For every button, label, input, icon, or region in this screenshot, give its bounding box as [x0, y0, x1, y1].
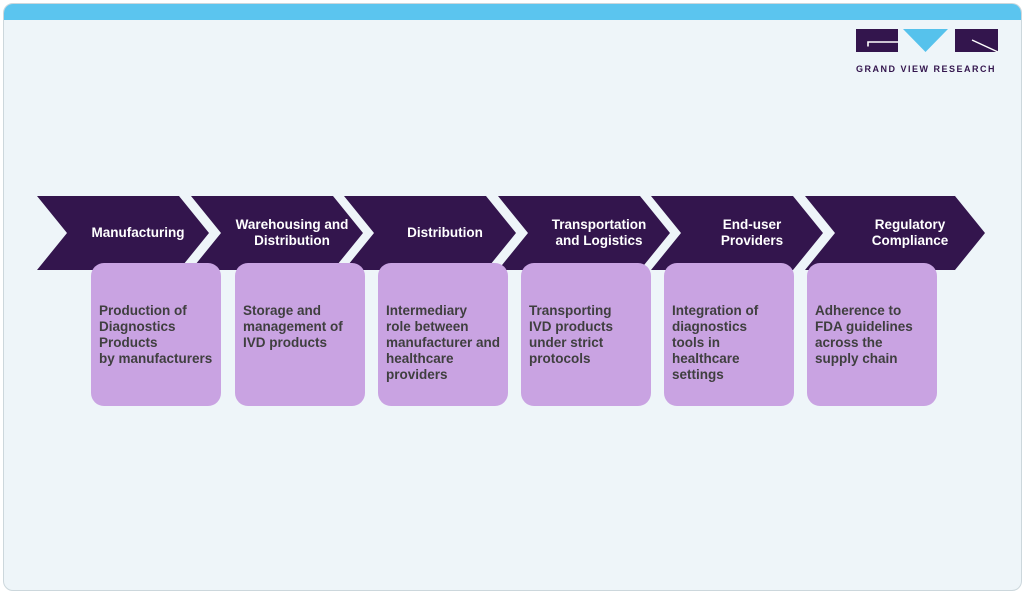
stage-label: Warehousing and Distribution: [235, 217, 349, 248]
page: GRAND VIEW RESEARCH Manufacturing Wareho…: [3, 3, 1022, 591]
gvr-logo-icon: [856, 29, 999, 53]
stage-description-text: Transporting IVD products under strict p…: [529, 303, 614, 366]
stage-arrow-transportation-and-logistics: Transportation and Logistics: [498, 196, 670, 270]
stage-arrow-manufacturing: Manufacturing: [37, 196, 209, 270]
stage-description-regulatory-compliance: Adherence to FDA guidelines across the s…: [807, 263, 937, 406]
supply-chain-flow: Manufacturing Warehousing and Distributi…: [4, 4, 1021, 590]
stage-arrow-regulatory-compliance: Regulatory Compliance: [805, 196, 985, 270]
stage-description-end-user-providers: Integration of diagnostics tools in heal…: [664, 263, 794, 406]
stage-label: Distribution: [407, 225, 483, 240]
stage-label: Regulatory Compliance: [871, 217, 949, 248]
stage-description-text: Storage and management of IVD products: [243, 303, 343, 350]
stage-description-text: Adherence to FDA guidelines across the s…: [815, 303, 913, 366]
brand-name: GRAND VIEW RESEARCH: [856, 64, 997, 74]
stage-description-transportation-and-logistics: Transporting IVD products under strict p…: [521, 263, 651, 406]
stage-description-manufacturing: Production of Diagnostics Products by ma…: [91, 263, 221, 406]
stage-arrow-end-user-providers: End-user Providers: [651, 196, 823, 270]
stage-label: Transportation and Logistics: [551, 217, 647, 248]
top-accent-bar: [4, 4, 1021, 20]
stage-description-text: Integration of diagnostics tools in heal…: [672, 303, 759, 382]
stage-description-text: Intermediary role between manufacturer a…: [386, 303, 501, 382]
stage-label: End-user Providers: [720, 217, 784, 248]
stage-arrow-distribution: Distribution: [344, 196, 516, 270]
stage-description-warehousing-and-distribution: Storage and management of IVD products: [235, 263, 365, 406]
stage-label: Manufacturing: [91, 225, 185, 240]
stage-description-distribution: Intermediary role between manufacturer a…: [378, 263, 508, 406]
stage-arrow-warehousing-and-distribution: Warehousing and Distribution: [191, 196, 363, 270]
grand-view-research-logo: GRAND VIEW RESEARCH: [856, 29, 1002, 74]
stage-description-text: Production of Diagnostics Products by ma…: [99, 303, 213, 366]
